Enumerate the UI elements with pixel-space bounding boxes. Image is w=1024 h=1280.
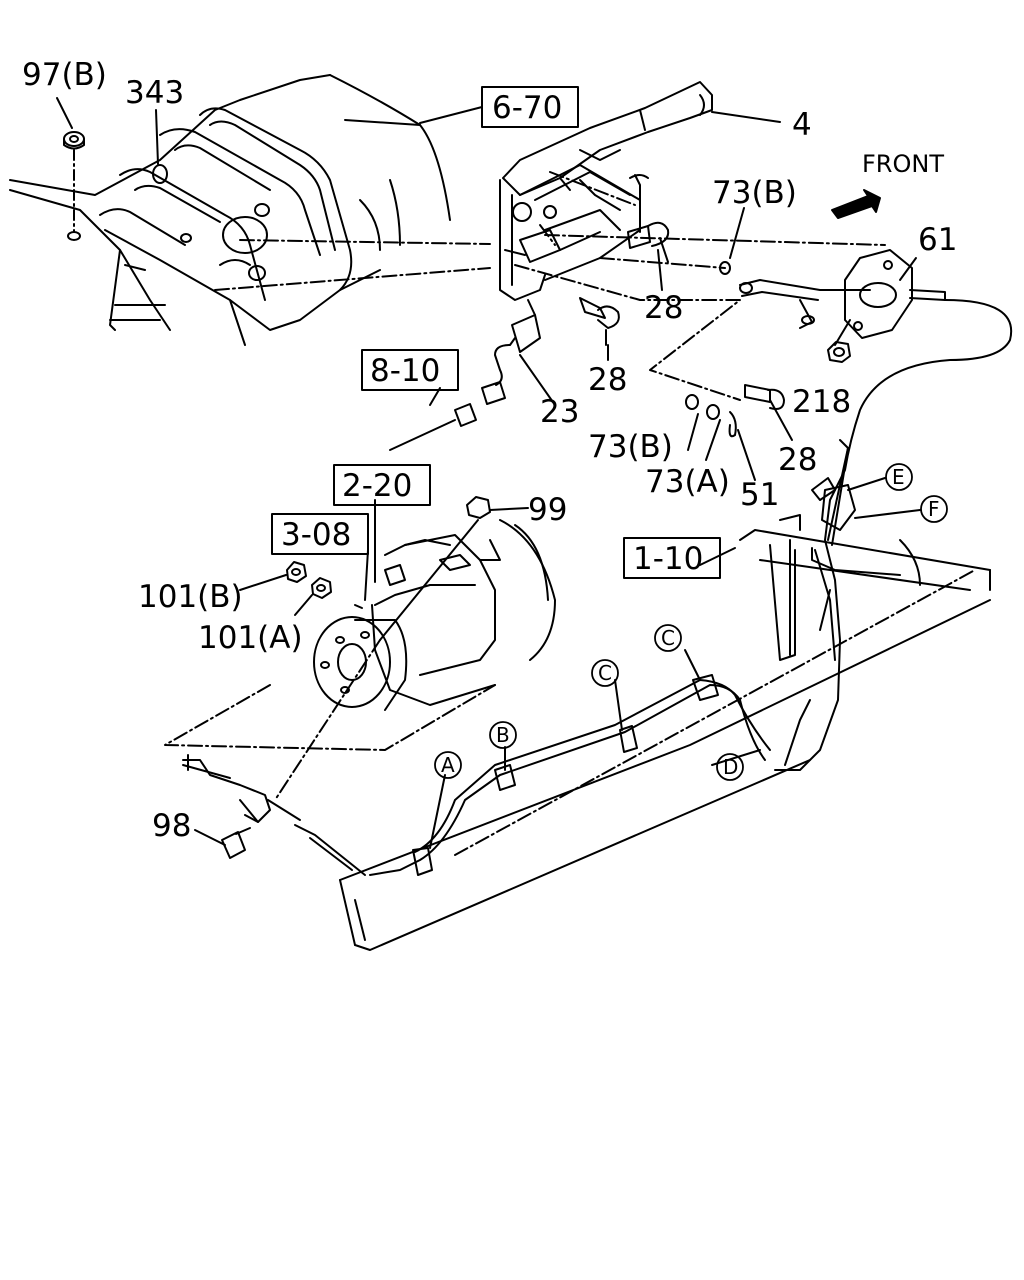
nut-218-icon — [827, 341, 851, 363]
ref-box-frames — [271, 86, 721, 579]
ref-box-3-08: 3-08 — [281, 517, 351, 553]
brake-switch-23-icon — [389, 299, 556, 451]
clip-marker-f: F — [928, 497, 940, 521]
bolt-28-upper-icon — [627, 221, 670, 263]
label-28-b: 28 — [588, 362, 627, 398]
washer-73-icons — [685, 261, 737, 438]
ref-box-1-10: 1-10 — [633, 541, 703, 577]
brake-cable-drawing — [182, 299, 1013, 876]
label-73b-low: 73(B) — [588, 429, 673, 465]
label-101a: 101(A) — [198, 620, 303, 656]
clip-marker-a: A — [441, 753, 455, 777]
nut-101a-icon — [311, 577, 332, 599]
clip-marker-c2: C — [661, 626, 675, 650]
transmission-drawing — [164, 519, 556, 751]
clip-marker-c1: C — [598, 661, 612, 685]
ref-box-2-20: 2-20 — [342, 468, 412, 504]
bolt-28-lower-icon — [579, 297, 620, 346]
nut-101b-icon — [286, 561, 307, 583]
clip-marker-b: B — [496, 723, 510, 747]
phantom-lines — [214, 171, 976, 856]
grommet-97b-icon — [56, 97, 85, 241]
label-61: 61 — [918, 222, 957, 258]
plug-343-icon — [152, 109, 168, 184]
frame-rail-drawing — [339, 514, 991, 951]
label-99: 99 — [528, 492, 567, 528]
label-23: 23 — [540, 394, 579, 430]
front-arrow-icon — [831, 189, 881, 219]
leader-lines — [194, 106, 921, 849]
label-4: 4 — [792, 107, 812, 143]
label-51: 51 — [740, 477, 779, 513]
nut-99-icon — [379, 496, 491, 641]
ref-box-6-70: 6-70 — [492, 90, 562, 126]
bolt-98-icon — [221, 827, 251, 859]
floor-panel-drawing — [9, 74, 451, 346]
front-label: FRONT — [862, 150, 944, 178]
ref-box-8-10: 8-10 — [370, 353, 440, 389]
clip-marker-d: D — [723, 755, 738, 779]
label-28-c: 28 — [778, 442, 817, 478]
label-28-a: 28 — [644, 290, 683, 326]
bolt-28-right-icon — [744, 384, 785, 410]
label-73a: 73(A) — [645, 464, 730, 500]
label-97b: 97(B) — [22, 57, 107, 93]
label-218: 218 — [792, 384, 851, 420]
cable-guide-plate-61-icon — [739, 249, 946, 339]
label-343: 343 — [125, 75, 184, 111]
label-101b: 101(B) — [138, 579, 243, 615]
label-73b-top: 73(B) — [712, 175, 797, 211]
clip-marker-e: E — [892, 465, 905, 489]
brake-lever-drawing — [499, 81, 713, 301]
clip-marker-circles — [434, 463, 948, 781]
label-98: 98 — [152, 808, 191, 844]
